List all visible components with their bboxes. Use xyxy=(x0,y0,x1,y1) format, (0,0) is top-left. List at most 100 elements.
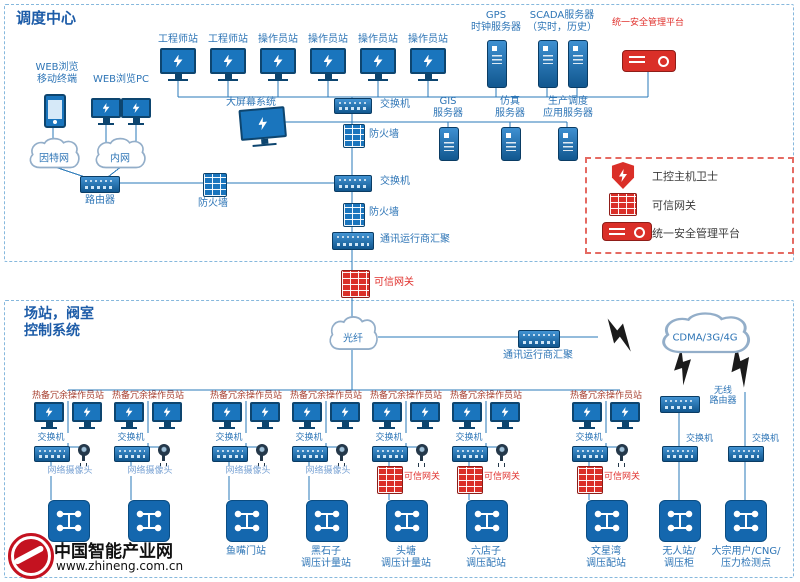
production-server-label: 生产调度 应用服务器 xyxy=(543,96,593,119)
host-guard-label: 工控主机卫士 xyxy=(652,170,718,183)
camera-label: 网络摄像头 xyxy=(45,466,95,476)
ops-station-label: 热备冗余操作员站 xyxy=(568,391,644,401)
operator-monitor-icon xyxy=(72,402,102,429)
trusted-gateway-icon xyxy=(609,193,637,216)
security-platform-appliance-icon xyxy=(622,50,676,72)
switch-label: 交换机 xyxy=(380,99,410,110)
big-screen-label: 大屏幕系统 xyxy=(226,97,276,108)
operator-monitor-icon xyxy=(572,402,602,429)
simulation-server-icon xyxy=(501,127,521,161)
switch-label: 交换机 xyxy=(211,433,247,443)
web-pc-label: WEB浏览PC xyxy=(92,74,150,85)
security-platform-label: 统一安全管理平台 xyxy=(652,227,740,240)
security-platform-appliance-icon xyxy=(602,222,652,241)
switch-icon xyxy=(662,446,698,462)
switch-label: 交换机 xyxy=(291,433,327,443)
switch-icon xyxy=(34,446,70,462)
firewall-label: 防火墙 xyxy=(369,207,399,218)
camera-label: 网络摄像头 xyxy=(223,466,273,476)
ops-station-label: 热备冗余操作员站 xyxy=(30,391,106,401)
workstation-label: 工程师站 xyxy=(158,34,198,45)
gps-server-icon xyxy=(487,40,507,88)
camera-icon xyxy=(495,444,509,464)
ops-station-label: 热备冗余操作员站 xyxy=(208,391,284,401)
intranet-cloud-icon: 内网 xyxy=(92,136,148,172)
workstation-monitor-icon xyxy=(310,48,346,81)
simulation-server-label: 仿真 服务器 xyxy=(495,96,525,119)
camera-icon xyxy=(255,444,269,464)
station-plc-icon xyxy=(586,500,628,542)
station-plc-icon xyxy=(386,500,428,542)
station-plc-icon xyxy=(466,500,508,542)
camera-icon xyxy=(335,444,349,464)
workstation-monitor-icon xyxy=(410,48,446,81)
dispatch-center-title: 调度中心 xyxy=(16,9,77,27)
intranet-cloud-label: 内网 xyxy=(110,153,130,165)
internet-cloud-icon: 因特网 xyxy=(26,136,82,172)
scada-server-icon xyxy=(568,40,588,88)
mobile-phone-icon xyxy=(44,94,66,128)
cdma-cloud-icon: CDMA/3G/4G xyxy=(656,310,754,358)
workstation-label: 操作员站 xyxy=(308,34,348,45)
telecom-aggregation-icon xyxy=(332,232,374,250)
station-name-label: 鱼嘴门站 xyxy=(226,546,266,557)
station-name-label: 头塘 调压计量站 xyxy=(381,546,431,569)
ops-station-label: 热备冗余操作员站 xyxy=(448,391,524,401)
switch-label: 交换机 xyxy=(752,434,788,444)
trusted-gateway-icon xyxy=(341,270,370,298)
workstation-label: 操作员站 xyxy=(358,34,398,45)
workstation-label: 操作员站 xyxy=(408,34,448,45)
operator-monitor-icon xyxy=(114,402,144,429)
cdma-cloud-label: CDMA/3G/4G xyxy=(672,332,738,344)
workstation-monitor-icon xyxy=(160,48,196,81)
camera-icon xyxy=(157,444,171,464)
station-plc-icon xyxy=(725,500,767,542)
switch-label: 交换机 xyxy=(686,434,722,444)
switch-label: 交换机 xyxy=(33,433,69,443)
telecom-aggregation-icon xyxy=(518,330,560,348)
switch-icon xyxy=(114,446,150,462)
scada-server-icon xyxy=(538,40,558,88)
operator-monitor-icon xyxy=(152,402,182,429)
web-mobile-label: WEB浏览 移动终端 xyxy=(35,62,79,85)
trusted-gateway-icon xyxy=(577,466,603,494)
workstation-monitor-icon xyxy=(260,48,296,81)
operator-monitor-icon xyxy=(372,402,402,429)
firewall-icon xyxy=(203,173,227,197)
trusted-gateway-icon xyxy=(377,466,403,494)
station-plc-icon xyxy=(659,500,701,542)
workstation-label: 工程师站 xyxy=(208,34,248,45)
switch-label: 交换机 xyxy=(380,176,410,187)
operator-monitor-icon xyxy=(610,402,640,429)
operator-monitor-icon xyxy=(292,402,322,429)
switch-label: 交换机 xyxy=(113,433,149,443)
switch-icon xyxy=(728,446,764,462)
web-pc-monitor-icon xyxy=(91,98,121,125)
station-plc-icon xyxy=(48,500,90,542)
operator-monitor-icon xyxy=(410,402,440,429)
security-platform-label: 统一安全管理平台 xyxy=(611,18,684,28)
core-switch-icon xyxy=(334,98,372,114)
fiber-cloud-label: 光纤 xyxy=(343,333,363,345)
camera-label: 网络摄像头 xyxy=(125,466,175,476)
switch-icon xyxy=(572,446,608,462)
station-name-label: 文星湾 调压配站 xyxy=(586,546,626,569)
fiber-cloud-icon: 光纤 xyxy=(326,314,380,354)
switch-icon xyxy=(292,446,328,462)
workstation-label: 操作员站 xyxy=(258,34,298,45)
field-section-title: 场站，阀室 控制系统 xyxy=(24,306,94,339)
host-guard-icon xyxy=(611,162,635,189)
internet-cloud-label: 因特网 xyxy=(39,153,69,165)
watermark-site-name: 中国智能产业网 xyxy=(54,542,173,562)
station-name-label: 大宗用户/CNG/ 压力检测点 xyxy=(711,546,781,569)
dispatch-center-section xyxy=(4,4,794,262)
operator-monitor-icon xyxy=(34,402,64,429)
station-name-label: 六店子 调压配站 xyxy=(466,546,506,569)
scada-server-label: SCADA服务器 （实时，历史） xyxy=(527,10,597,33)
gis-server-label: GIS 服务器 xyxy=(433,96,463,119)
station-name-label: 无人站/ 调压柜 xyxy=(662,546,696,569)
operator-monitor-icon xyxy=(452,402,482,429)
watermark-site-url: www.zhineng.com.cn xyxy=(56,559,184,573)
